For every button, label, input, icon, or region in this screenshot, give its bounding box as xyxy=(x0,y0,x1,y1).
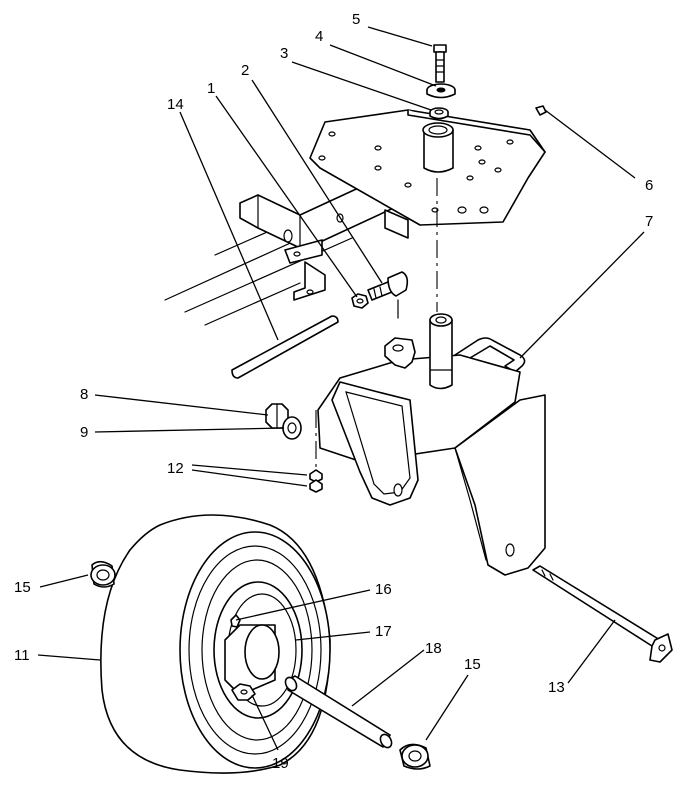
callout-15-right: 15 xyxy=(464,656,481,673)
callout-19: 19 xyxy=(272,755,289,772)
callout-2: 2 xyxy=(241,62,249,79)
grease-fitting xyxy=(535,105,547,116)
stop-nut xyxy=(351,293,369,309)
callout-9: 9 xyxy=(80,424,88,441)
spacer-rod xyxy=(231,315,339,379)
axle-spacer xyxy=(284,675,393,749)
bearing-left xyxy=(90,560,116,588)
leader-lines xyxy=(37,26,645,751)
hex-nut xyxy=(265,403,289,429)
washer xyxy=(426,83,456,99)
callout-13: 13 xyxy=(548,679,565,696)
callout-1: 1 xyxy=(207,80,215,97)
callout-16: 16 xyxy=(375,581,392,598)
caster-mount-plate xyxy=(309,109,546,226)
callout-7: 7 xyxy=(645,213,653,230)
bolt xyxy=(433,44,447,83)
lock-nut xyxy=(429,107,449,120)
callout-4: 4 xyxy=(315,28,323,45)
flat-washer xyxy=(282,416,302,440)
stop-bolt xyxy=(367,271,409,319)
callout-6: 6 xyxy=(645,177,653,194)
callout-5: 5 xyxy=(352,11,360,28)
callout-14: 14 xyxy=(167,96,184,113)
callout-labels: 5 4 3 2 1 14 6 7 8 9 12 15 11 16 17 18 1… xyxy=(14,11,653,772)
frame-crossmember xyxy=(239,177,409,301)
callout-8: 8 xyxy=(80,386,88,403)
callout-17: 17 xyxy=(375,623,392,640)
valve-stem xyxy=(231,683,256,701)
bearing-right xyxy=(399,743,431,770)
callout-12: 12 xyxy=(167,460,184,477)
callout-18: 18 xyxy=(425,640,442,657)
axle-bolt xyxy=(532,565,673,663)
wheel-tire xyxy=(100,514,331,774)
callout-15-left: 15 xyxy=(14,579,31,596)
jam-nuts xyxy=(309,410,323,493)
hub-grease-fitting xyxy=(230,614,241,628)
callout-11: 11 xyxy=(14,647,30,664)
caster-fork xyxy=(317,313,546,576)
callout-3: 3 xyxy=(280,45,288,62)
